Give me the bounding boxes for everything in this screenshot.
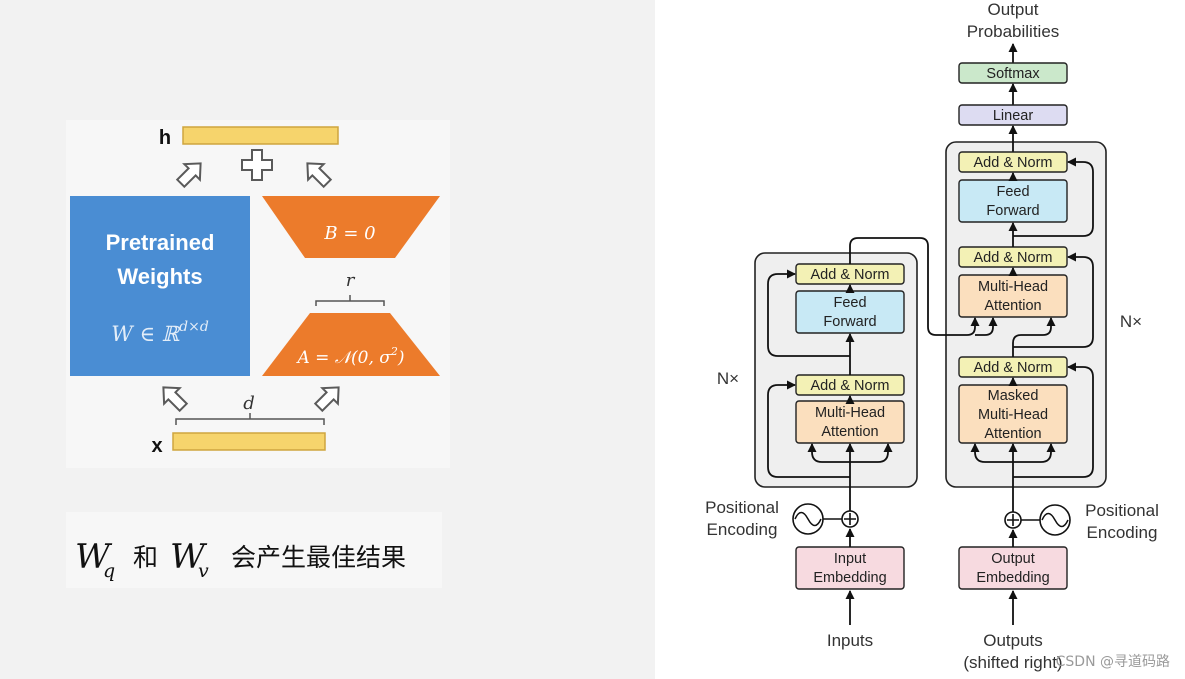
encoder-plus-sign: [844, 513, 856, 525]
encoder-feed-forward-line2: Forward: [823, 314, 876, 330]
pretrained-title-line2: Weights: [117, 264, 202, 289]
r-label: r: [346, 270, 356, 291]
arrow-encoder-attention-right: [850, 443, 893, 463]
decoder-residual-cross: [1013, 252, 1094, 348]
decoder-masked-attention-line3: Attention: [984, 426, 1041, 442]
encoder-repeat-label: N×: [717, 369, 739, 388]
decoder-masked-attention-line2: Multi-Head: [978, 407, 1048, 423]
caption-conjunction: 和: [133, 543, 158, 572]
inputs-label: Inputs: [827, 631, 873, 650]
arrow-shape: [306, 162, 333, 189]
output-probabilities-line1: Output: [987, 0, 1038, 19]
d-brace: [175, 413, 325, 425]
arrow-masked-attention-left: [970, 443, 1013, 463]
encoder-add-norm-ffn-label: Add & Norm: [811, 267, 890, 283]
x-label: x: [151, 435, 162, 457]
decoder-sine-curve: [1041, 512, 1069, 528]
decoder-add-norm-masked-label: Add & Norm: [974, 360, 1053, 376]
arrow-shape: [313, 386, 340, 413]
decoder-positional-line2: Encoding: [1087, 523, 1158, 542]
decoder-cross-attention-line2: Attention: [984, 298, 1041, 314]
arrow-encoder-attention-left: [807, 443, 850, 463]
output-probabilities-line2: Probabilities: [967, 22, 1060, 41]
h-output-bar: [182, 126, 339, 145]
lora-b-matrix: [262, 196, 440, 258]
decoder-repeat-label: N×: [1120, 312, 1142, 331]
encoder-output-to-cross-attention-value: [975, 317, 998, 336]
caption-rest: 会产生最佳结果: [231, 543, 406, 572]
decoder-add-norm-cross-label: Add & Norm: [974, 250, 1053, 266]
encoder-attention-line1: Multi-Head: [815, 405, 885, 421]
output-embedding-line2: Embedding: [976, 570, 1049, 586]
decoder-masked-attention-line1: Masked: [988, 388, 1039, 404]
caption-background: [66, 512, 442, 588]
output-embedding-line1: Output: [991, 551, 1035, 567]
input-embedding-line2: Embedding: [813, 570, 886, 586]
a-formula-prefix: A = 𝒩(0, σ: [295, 348, 391, 368]
encoder-positional-line2: Encoding: [707, 520, 778, 539]
b-formula: B = 0: [323, 223, 375, 244]
lora-a-matrix: [262, 313, 440, 376]
arrow-norm-to-cross-attention-query: [1012, 317, 1056, 357]
encoder-positional-line1: Positional: [705, 498, 779, 517]
r-brace: [315, 295, 385, 306]
weight-formula-superscript: d×d: [179, 319, 209, 335]
softmax-label: Softmax: [986, 66, 1040, 82]
decoder-plus-sign: [1007, 514, 1019, 526]
encoder-output-to-cross-attention-key: [849, 237, 980, 336]
decoder-cross-attention-line1: Multi-Head: [978, 279, 1048, 295]
encoder-attention-line2: Attention: [821, 424, 878, 440]
decoder-residual-ffn: [1013, 157, 1094, 237]
pretrained-weights-box: [70, 196, 250, 376]
outputs-label-line1: Outputs: [983, 631, 1043, 650]
a-formula: A = 𝒩(0, σ2): [295, 345, 404, 368]
watermark: CSDN @寻道码路: [1056, 654, 1170, 670]
h-label: h: [159, 127, 171, 149]
a-formula-suffix: ): [397, 348, 405, 368]
arrow-up-right-icon: [313, 386, 340, 413]
decoder-add-norm-ffn-label: Add & Norm: [974, 155, 1053, 171]
d-label: d: [243, 393, 255, 414]
caption-w-second: W: [170, 537, 208, 577]
x-input-bar: [172, 432, 326, 451]
arrow-shape: [175, 162, 202, 189]
weight-formula: W ∈ ℝd×d: [111, 319, 209, 346]
pretrained-title-line1: Pretrained: [106, 230, 215, 255]
caption-subscript-v: v: [198, 560, 209, 582]
encoder-block: [754, 252, 918, 488]
caption-w-first: W: [75, 537, 113, 577]
encoder-residual-ffn: [767, 269, 850, 357]
input-embedding-line1: Input: [834, 551, 866, 567]
outputs-label-line2: (shifted right): [963, 653, 1062, 672]
weight-formula-main: W ∈ ℝ: [111, 322, 180, 346]
arrow-shape: [162, 386, 189, 413]
arrow-up-left-icon: [306, 162, 333, 189]
decoder-feed-forward-line1: Feed: [996, 184, 1029, 200]
encoder-sine-curve: [794, 511, 822, 527]
encoder-residual-attention: [767, 380, 850, 478]
encoder-add-norm-attention-label: Add & Norm: [811, 378, 890, 394]
arrow-masked-attention-right: [1013, 443, 1056, 463]
arrow-up-right-icon: [175, 162, 202, 189]
decoder-feed-forward-line2: Forward: [986, 203, 1039, 219]
plus-icon: [241, 149, 273, 181]
arrow-up-left-icon: [162, 386, 189, 413]
decoder-positional-line1: Positional: [1085, 501, 1159, 520]
caption-subscript-q: q: [103, 560, 115, 582]
linear-label: Linear: [993, 108, 1033, 124]
encoder-feed-forward-line1: Feed: [833, 295, 866, 311]
a-formula-superscript: 2: [390, 345, 398, 358]
decoder-residual-masked: [1013, 362, 1094, 478]
